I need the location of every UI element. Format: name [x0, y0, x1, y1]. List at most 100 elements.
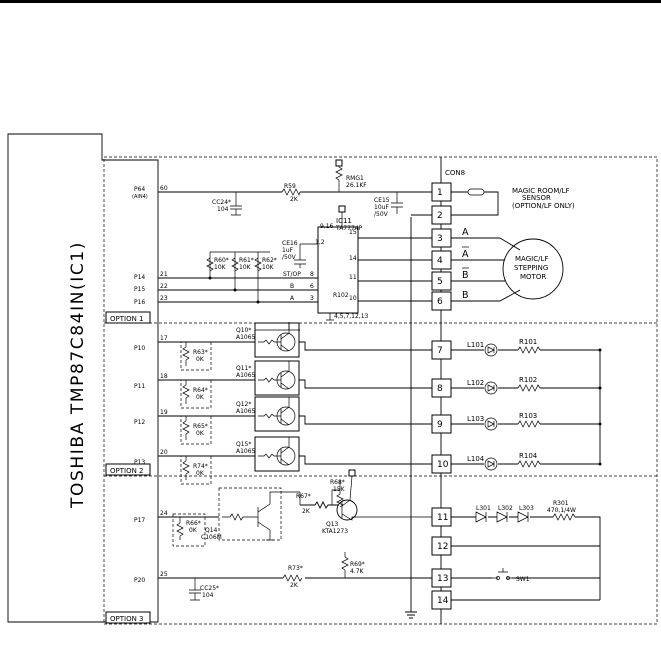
- connector-pin-number: 12: [437, 542, 448, 552]
- connector-pin-number: 1: [437, 188, 443, 198]
- q13-transistor: [336, 499, 358, 521]
- pull-resistor: [182, 416, 190, 440]
- pull-resistor: [182, 456, 190, 480]
- phase-b-bar: B: [462, 270, 469, 281]
- driver-output-line: [299, 455, 432, 465]
- connector-pin-number: 5: [437, 277, 443, 287]
- l302-ref: L302: [498, 505, 513, 512]
- common-return-lines: [451, 545, 600, 601]
- pull-resistor-ref: R65*: [193, 423, 208, 430]
- ic11-ground: [326, 313, 334, 321]
- phase-b: B: [462, 290, 469, 301]
- port-p64-label: P64: [134, 186, 145, 193]
- option-1-label: OPTION 1: [110, 315, 144, 323]
- driver-vcc-rail: [255, 322, 300, 331]
- driver-transistor-part: A1065: [236, 372, 256, 379]
- rmg1-ref: RMG1: [346, 175, 364, 182]
- connector-pin-number: 9: [437, 420, 443, 430]
- led-diode: [487, 460, 495, 468]
- port-label: P11: [134, 383, 145, 390]
- pin-number: 17: [160, 335, 168, 342]
- led-string-wiring: [451, 516, 601, 600]
- motor-line1: MAGIC/LF: [515, 255, 548, 263]
- driver-transistor: [258, 397, 290, 426]
- led-ref: L102: [467, 379, 484, 387]
- ce15-capacitor: [391, 192, 403, 214]
- connector-pin-number: 4: [437, 256, 443, 266]
- rmg1-resistor: [335, 164, 343, 192]
- driver-transistor-part: A1065: [236, 408, 256, 415]
- r62-value: 10K: [262, 264, 275, 271]
- ic11-pin8: 8: [310, 271, 314, 278]
- q14-option-box: [218, 487, 282, 541]
- option-2-label: OPTION 2: [110, 467, 144, 475]
- junction-p14: [208, 276, 212, 280]
- led-ref: L103: [467, 415, 484, 423]
- r67-value: 2K: [302, 508, 311, 515]
- connector-pin-number: 7: [437, 346, 443, 356]
- sensor-line3: (OPTION/LF ONLY): [512, 202, 575, 210]
- ic11-pin10: 10: [349, 295, 357, 302]
- driver-transistor-body: [276, 406, 296, 426]
- sensor-wiring: [451, 191, 499, 216]
- ic11-in-a: A: [290, 295, 295, 302]
- ic11-body: [317, 226, 359, 314]
- led-resistor-ref: R103: [519, 412, 537, 420]
- option-region: [103, 156, 658, 625]
- stepping-motor: [502, 238, 564, 300]
- pull-resistor: [182, 380, 190, 404]
- pull-resistor-ref: R74*: [193, 463, 208, 470]
- pull-resistor: [182, 342, 190, 366]
- pin-number: 19: [160, 409, 168, 416]
- r61-value: 10K: [239, 264, 252, 271]
- motor-wires: [451, 237, 521, 302]
- sw1-contact-a: [496, 576, 500, 580]
- pin-number: 20: [160, 449, 168, 456]
- r301-ref: R301: [553, 500, 569, 507]
- driver-transistor: [258, 361, 290, 390]
- sensor-line2: SENSOR: [522, 194, 551, 202]
- ic11-input-lines: [158, 277, 318, 303]
- pull-resistor-value: 0K: [196, 394, 205, 401]
- mcu-outline: [7, 133, 159, 623]
- r68-ref: R68*: [330, 479, 345, 486]
- pull-resistor-option-box: [180, 415, 212, 445]
- ce15-val2: /50V: [374, 211, 389, 218]
- r60-ref: R60*: [214, 257, 229, 264]
- r73-resistor: [282, 574, 303, 582]
- top-border-bar: [0, 0, 661, 3]
- pull-resistor-ref: R63*: [193, 349, 208, 356]
- ce16-capacitor: [294, 243, 318, 268]
- motor-line3: MOTOR: [520, 273, 546, 281]
- q14-ref: Q14: [205, 527, 218, 534]
- led-resistor: [517, 420, 541, 428]
- rmg1-vcc-marker: [335, 159, 343, 167]
- ic11-pins-top: 9,16: [320, 223, 334, 230]
- connector-pin-number: 6: [437, 297, 443, 307]
- q14-transistor: [222, 491, 301, 540]
- pin-21-label: 21: [160, 271, 168, 278]
- driver-transistor-ref: Q15*: [236, 441, 251, 448]
- port-label: P10: [134, 345, 145, 352]
- led-resistor-ref: R101: [519, 338, 537, 346]
- q14-part: C106M: [201, 534, 222, 541]
- ic11-part: TA7774P: [335, 225, 363, 232]
- driver-transistor-ref: Q12*: [236, 401, 251, 408]
- pin-24-label: 24: [160, 510, 168, 517]
- ic11-vcc-pin: 1,2: [315, 239, 325, 246]
- ce16-ref: CE16: [282, 240, 298, 247]
- pull-resistor-option-box: [180, 341, 212, 371]
- connector-pin-number: 8: [437, 384, 443, 394]
- ic11-name: IC11: [336, 217, 352, 225]
- junction-p16: [256, 300, 260, 304]
- pin-25-label: 25: [160, 571, 168, 578]
- ce16-val2: /50V: [282, 254, 297, 261]
- pull-resistor-value: 0K: [196, 356, 205, 363]
- l303-ref: L303: [519, 505, 534, 512]
- cc25-ref: CC25*: [200, 585, 219, 592]
- connector-pin-number: 14: [437, 596, 449, 606]
- cc24-capacitor: [230, 192, 242, 216]
- r69-resistor: [341, 552, 349, 578]
